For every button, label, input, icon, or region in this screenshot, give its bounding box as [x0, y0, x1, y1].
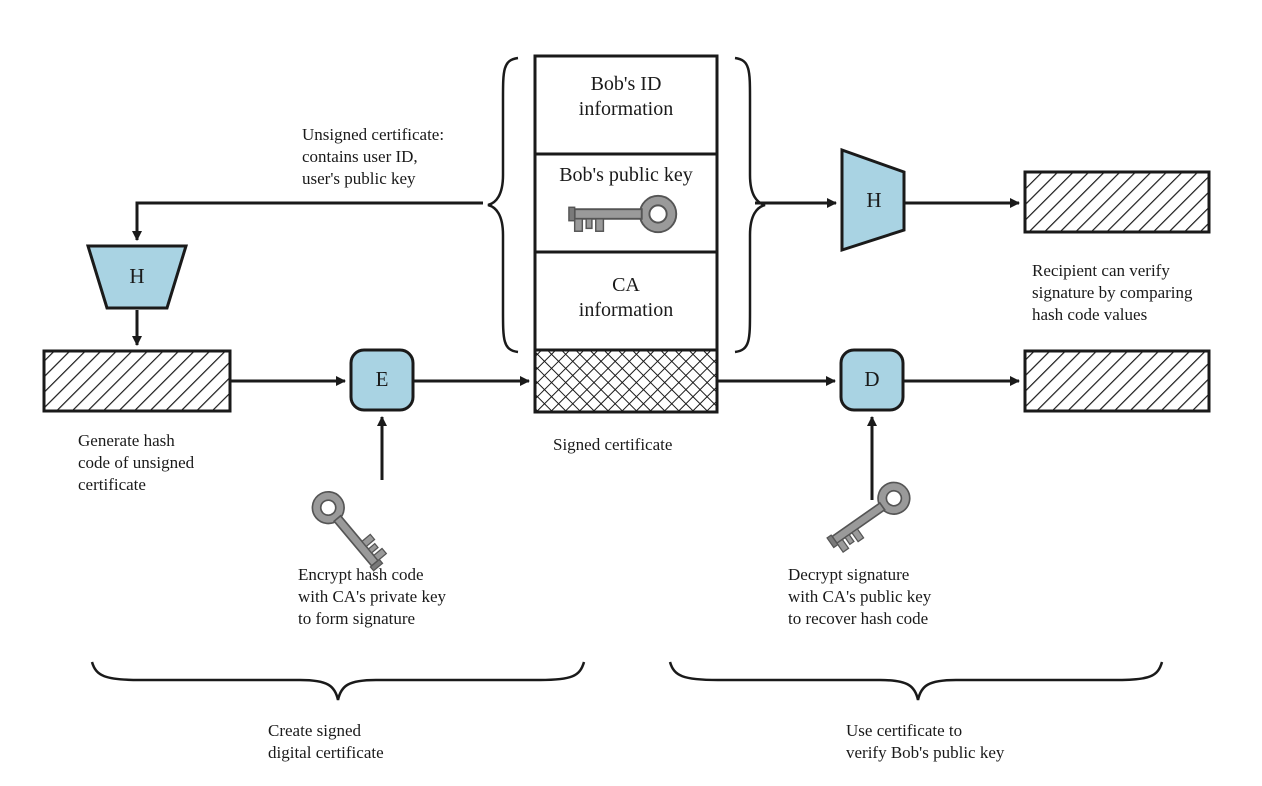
signature-block — [533, 348, 719, 414]
hash-function-left — [85, 244, 189, 310]
hash-box-left — [42, 349, 232, 413]
decrypt-signature-label: Decrypt signature with CA's public key t… — [788, 565, 932, 628]
create-signed-label: Create signed digital certificate — [268, 721, 384, 762]
hash-box-top-right — [1023, 170, 1211, 234]
signed-certificate-label: Signed certificate — [553, 435, 673, 454]
hash-function-right — [840, 147, 906, 253]
cert-id-text: Bob's ID information — [578, 73, 674, 120]
right-curly-brace — [734, 56, 766, 354]
cert-public-key-box — [533, 152, 719, 254]
encrypt-hash-label: Encrypt hash code with CA's private key … — [298, 565, 447, 628]
encrypt-label: E — [375, 367, 389, 391]
recipient-verify-label: Recipient can verify signature by compar… — [1032, 261, 1193, 324]
cert-public-key-text: Bob's public key — [559, 164, 693, 186]
hash-left-label: H — [129, 264, 145, 288]
bottom-brace-right — [668, 661, 1164, 701]
certificate-stack — [533, 54, 719, 414]
unsigned-cert-arrow — [132, 201, 483, 241]
generate-hash-label: Generate hash code of unsigned certifica… — [78, 431, 195, 494]
decrypt-label: D — [864, 367, 880, 391]
cert-ca-text: CA information — [578, 274, 674, 321]
bottom-brace-left — [90, 661, 586, 701]
unsigned-certificate-label: Unsigned certificate: contains user ID, … — [302, 125, 445, 188]
left-curly-brace — [487, 56, 519, 354]
hash-right-label: H — [866, 188, 882, 212]
use-certificate-label: Use certificate to verify Bob's public k… — [846, 721, 1005, 762]
key-icon — [820, 475, 917, 557]
hash-box-bottom-right — [1023, 349, 1211, 413]
cert-id-box — [533, 54, 719, 156]
